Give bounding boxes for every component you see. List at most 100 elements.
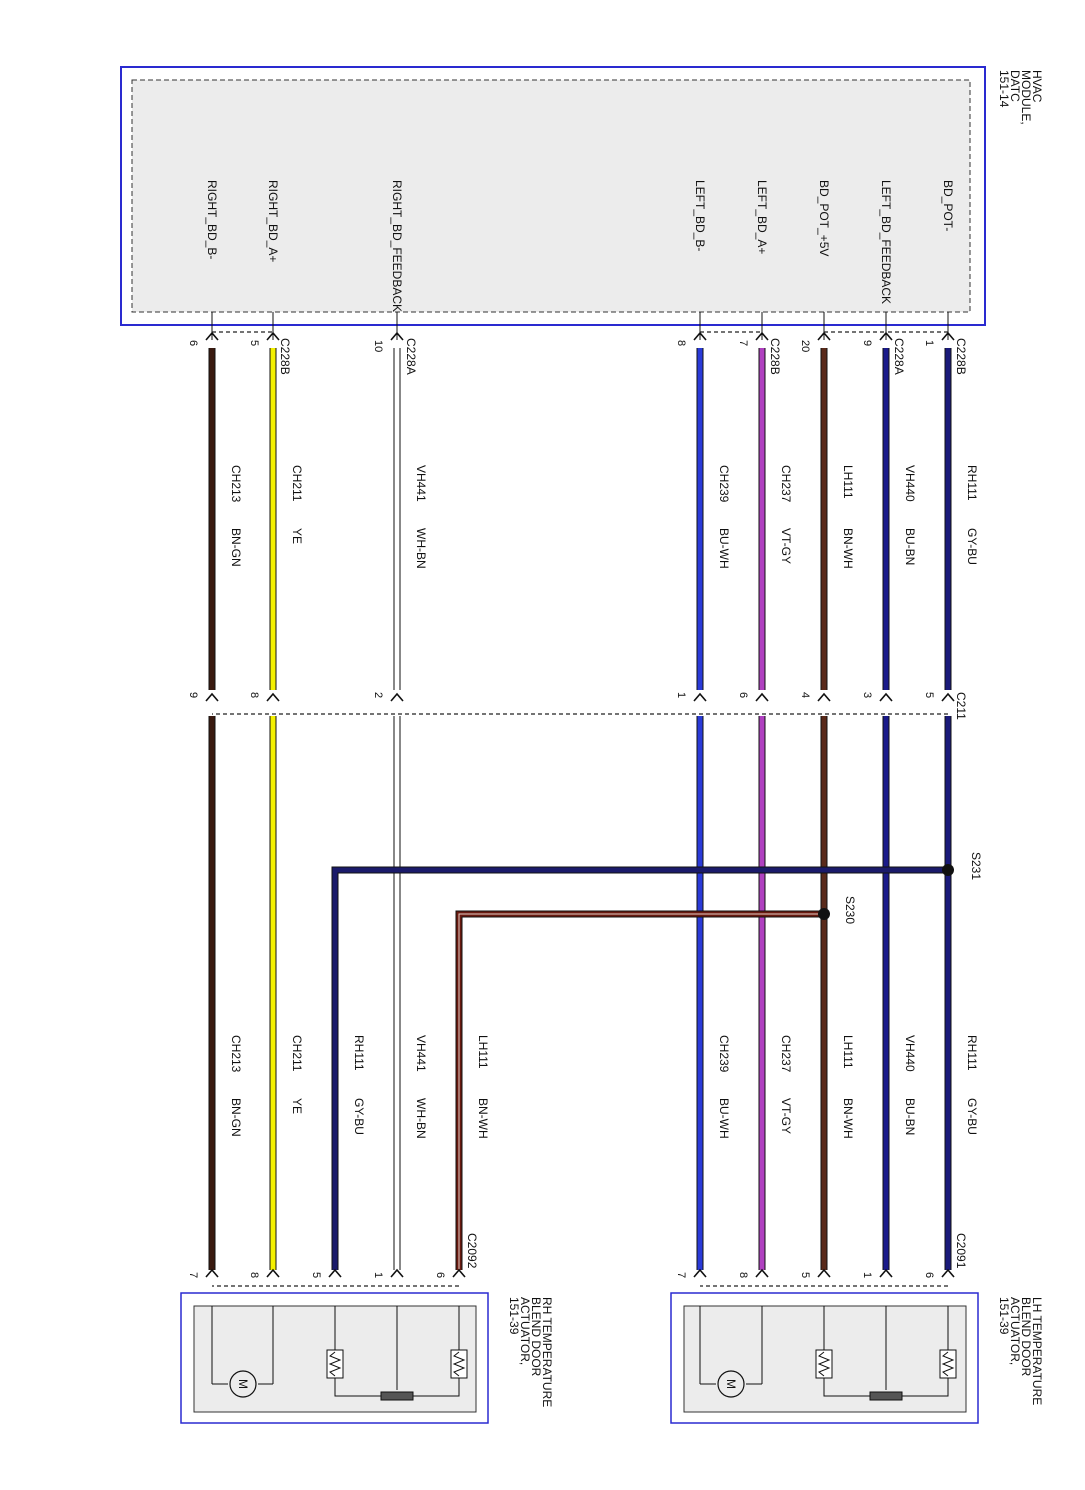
wire-color-label: BU-BN (903, 1098, 917, 1135)
pin-number: 5 (923, 692, 935, 698)
pin-number: 6 (737, 692, 749, 698)
connector-arrow-icon (941, 692, 955, 702)
wire-circuit-label: CH213 (229, 1035, 243, 1073)
wire-circuit-label: CH239 (717, 1035, 731, 1073)
connector-dash-lines (212, 331, 948, 1287)
pin-number: 1 (861, 1272, 873, 1278)
connector-arrow-icon (693, 692, 707, 702)
wire-circuit-label: VH440 (903, 1035, 917, 1072)
connector-label: C211 (954, 692, 968, 720)
connector-arrow-icon (390, 692, 404, 702)
pin-number: 3 (861, 692, 873, 698)
connector-arrow-icon (205, 331, 219, 341)
pin-number: 6 (923, 1272, 935, 1278)
wire-circuit-label: CH211 (290, 465, 304, 502)
hvac-signal-label: RIGHT_BD_A+ (266, 180, 280, 262)
hvac-signal-label: LEFT_BD_FEEDBACK (879, 180, 893, 304)
connector-label: C2092 (465, 1233, 479, 1269)
wire-color-label: GY-BU (352, 1098, 366, 1135)
hvac-signal-labels: BD_POT- LEFT_BD_FEEDBACK BD_POT_+5V LEFT_BD… (205, 180, 955, 340)
wire-color-label: VT-GY (779, 528, 793, 564)
hvac-signal-label: BD_POT- (941, 180, 955, 231)
wire-color-label: BU-WH (717, 1098, 731, 1139)
pin-number: 5 (248, 340, 260, 346)
connector-arrow-icon (205, 1268, 219, 1278)
hvac-title-line: MODULE, (1019, 70, 1033, 125)
wire-circuit-label: CH211 (290, 1035, 304, 1072)
rh-title-line: RH TEMPERATURE (540, 1297, 554, 1407)
connector-label: C228A (404, 338, 418, 375)
wire-color-label: BN-GN (229, 1098, 243, 1137)
rh-title-line: ACTUATOR, (518, 1297, 532, 1365)
connector-arrow-icon (266, 692, 280, 702)
splice-label: S230 (843, 896, 857, 924)
wire-circuit-label: CH237 (779, 465, 793, 503)
hvac-module-frame (120, 66, 986, 326)
pin-number: 6 (434, 1272, 446, 1278)
wire-color-label: BN-WH (841, 1098, 855, 1139)
pin-number: 7 (675, 1272, 687, 1278)
wire-color-label: YE (290, 528, 304, 544)
pin-number: 20 (799, 340, 811, 352)
wire-color-label: YE (290, 1098, 304, 1114)
splice-dot (942, 864, 954, 876)
pin-number: 8 (675, 340, 687, 346)
wire-circuit-label: CH213 (229, 465, 243, 503)
splice-dot (818, 908, 830, 920)
hvac-module-body (131, 79, 971, 313)
connector-label: C228B (954, 338, 968, 375)
wire-circuit-label: CH237 (779, 1035, 793, 1073)
pin-number: 1 (923, 340, 935, 346)
wire-color-label: GY-BU (965, 528, 979, 565)
rh-title-line: BLEND DOOR (529, 1297, 543, 1377)
hvac-signal-label: LEFT_BD_B- (693, 180, 707, 251)
wire-circuit-label: VH440 (903, 465, 917, 502)
connector-arrow-icon (755, 692, 769, 702)
rh-title-line: 151-39 (507, 1297, 521, 1335)
pin-number: 1 (372, 1272, 384, 1278)
connector-arrow-icon (266, 331, 280, 341)
connector-arrow-icon (328, 1268, 342, 1278)
pin-number: 1 (675, 692, 687, 698)
connector-arrow-icon (266, 1268, 280, 1278)
hvac-title-line: HVAC (1030, 70, 1044, 103)
connector-arrow-icon (205, 692, 219, 702)
pin-number: 9 (861, 340, 873, 346)
lh-actuator-frame (670, 1292, 979, 1424)
pin-number: 8 (248, 1272, 260, 1278)
splice-branch-wire (455, 910, 824, 1270)
pin-number: 5 (799, 1272, 811, 1278)
rh-actuator: M (180, 1292, 489, 1424)
lh-actuator: M (670, 1292, 979, 1424)
wire-color-label: BN-WH (841, 528, 855, 569)
motor-icon-label: M (724, 1379, 738, 1389)
connector-label: C2091 (954, 1233, 968, 1269)
splice-label: S231 (969, 852, 983, 880)
wire-color-label: GY-BU (965, 1098, 979, 1135)
wire-circuit-label: VH441 (414, 1035, 428, 1072)
connector-arrow-icon (879, 1268, 893, 1278)
motor-icon (717, 1370, 745, 1398)
wire-color-label: BU-WH (717, 528, 731, 569)
motor-icon (229, 1370, 257, 1398)
hvac-title-line: DATC (1008, 70, 1022, 102)
wiper-icon (380, 1391, 414, 1401)
pin-number: 7 (187, 1272, 199, 1278)
pin-number: 9 (187, 692, 199, 698)
wire-circuit-label: LH111 (841, 1035, 855, 1069)
wire-color-label: BN-GN (229, 528, 243, 567)
connector-arrow-icon (390, 331, 404, 341)
hvac-signal-label: BD_POT_+5V (817, 180, 831, 256)
wire-circuit-label: RH111 (352, 1035, 366, 1071)
wire-color-label: VT-GY (779, 1098, 793, 1134)
pin-number: 2 (372, 692, 384, 698)
wire-color-label: WH-BN (414, 1098, 428, 1139)
connector-labels: C228B C228A C228B C228A C228B C211 C2091… (278, 338, 983, 1269)
lh-title-line: 151-39 (997, 1297, 1011, 1335)
pin-number: 5 (310, 1272, 322, 1278)
wire-color-label: BN-WH (476, 1098, 490, 1139)
